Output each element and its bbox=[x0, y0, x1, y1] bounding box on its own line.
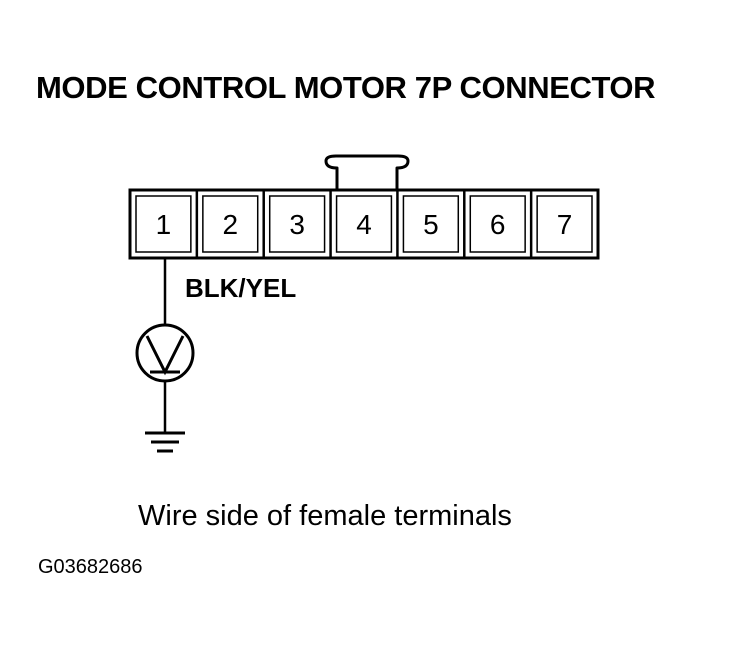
pin-3: 3 bbox=[262, 190, 326, 258]
pin-cavity bbox=[335, 195, 393, 253]
pin-6: 6 bbox=[463, 190, 526, 258]
connector-pins: 1 2 3 4 5 6 7 bbox=[135, 190, 593, 258]
pin-cavity bbox=[536, 195, 593, 253]
diagram-title: MODE CONTROL MOTOR 7P CONNECTOR bbox=[36, 70, 656, 105]
pin-4: 4 bbox=[329, 190, 393, 258]
pin-number: 4 bbox=[356, 209, 372, 240]
voltmeter-icon bbox=[135, 323, 195, 383]
pin-number: 5 bbox=[423, 209, 439, 240]
pin-number: 2 bbox=[222, 209, 238, 240]
pin-cavity bbox=[202, 195, 259, 253]
pin-7: 7 bbox=[529, 190, 593, 258]
diagram-caption: Wire side of female terminals bbox=[138, 500, 512, 532]
pin-2: 2 bbox=[195, 190, 259, 258]
connector-lock-tab bbox=[324, 154, 410, 190]
pin-cavity bbox=[402, 195, 460, 253]
pin-number: 7 bbox=[557, 209, 573, 240]
wire-color-label: BLK/YEL bbox=[185, 273, 297, 303]
figure-id: G03682686 bbox=[38, 556, 143, 578]
pin-5: 5 bbox=[396, 190, 460, 258]
pin-number: 1 bbox=[156, 209, 172, 240]
pin-number: 3 bbox=[289, 209, 305, 240]
connector-body bbox=[128, 188, 600, 260]
pin-cavity bbox=[469, 195, 526, 253]
pin-cavity bbox=[135, 195, 192, 253]
pin-1: 1 bbox=[135, 195, 192, 253]
ground-icon bbox=[145, 431, 185, 453]
pin-cavity bbox=[268, 195, 326, 253]
pin-number: 6 bbox=[490, 209, 506, 240]
